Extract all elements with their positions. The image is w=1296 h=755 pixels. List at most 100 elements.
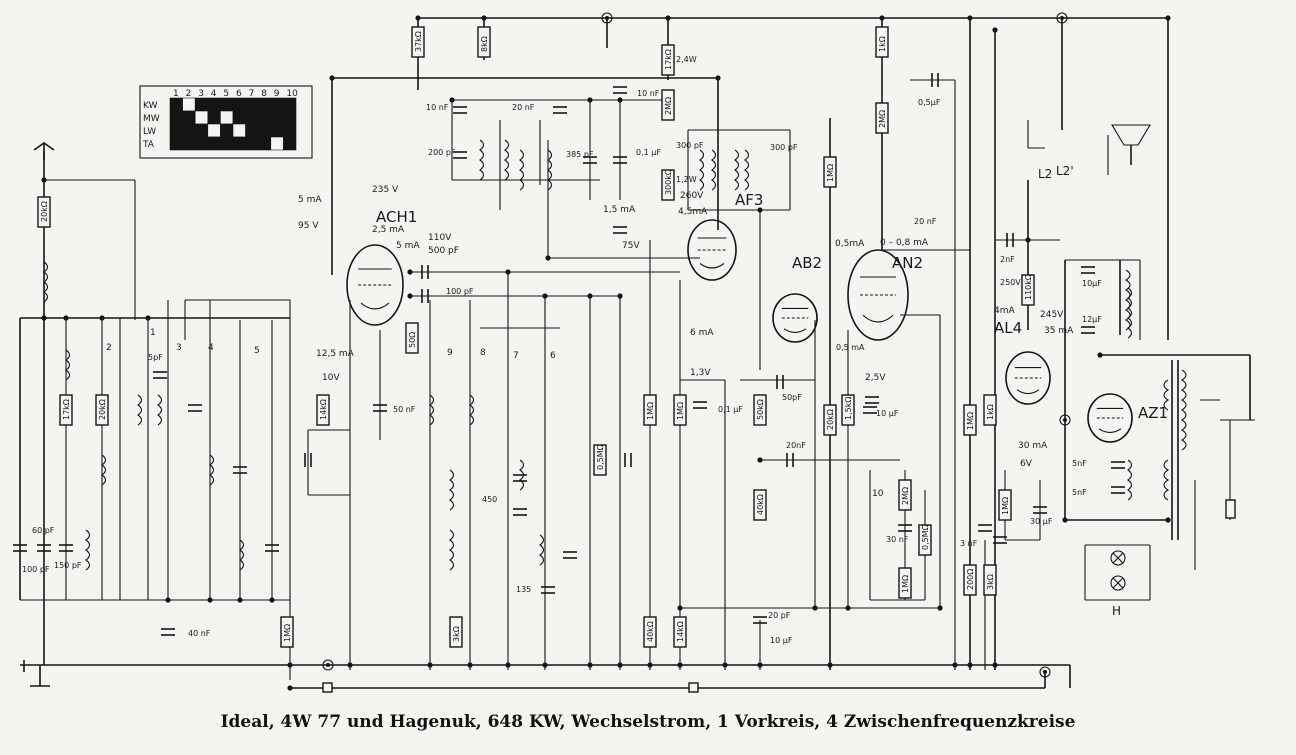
label-sw10: 10 (872, 489, 884, 499)
resistor-value: 1MΩ (646, 402, 655, 420)
tube-az1-cathode (1098, 428, 1122, 433)
junction-dot (757, 207, 763, 213)
resistor-value: 2MΩ (901, 487, 910, 505)
junction-dot (505, 662, 511, 668)
switch-table-cell (257, 136, 272, 151)
switch-table-cell (257, 123, 272, 138)
switch-table-col-9: 9 (274, 89, 280, 99)
label-pf385: 385 pF (566, 150, 594, 159)
label-ma25: 2,5 mA (372, 225, 405, 235)
resistor-value: 14kΩ (319, 399, 328, 420)
label-nf20c: 20 nF (914, 217, 937, 226)
resistor (661, 89, 675, 121)
coil (519, 149, 525, 191)
label-sw2: 2 (106, 343, 112, 353)
diagram-caption: Ideal, 4W 77 und Hagenuk, 648 KW, Wechse… (220, 712, 1076, 732)
label-uf01b: 0,1 µF (718, 405, 743, 414)
label-uf10b: 10 µF (876, 409, 899, 418)
switch-table-cell (194, 136, 209, 151)
label-pf5: 5pF (148, 353, 163, 362)
junction-dot (617, 97, 623, 103)
label-nf50: 50 nF (393, 405, 416, 414)
resistor-value: 17kΩ (62, 399, 71, 420)
resistor-value: 300kΩ (664, 169, 673, 195)
resistor-value: 200Ω (966, 569, 975, 590)
switch-table-cell (245, 136, 259, 151)
label-pf300a: 300 pF (676, 141, 704, 150)
label-v10: 10V (322, 373, 340, 383)
junction-dot (1062, 517, 1068, 523)
tube-an2-label: AN2 (892, 254, 923, 272)
label-v75: 75V (622, 241, 640, 251)
resistor (875, 26, 889, 58)
label-sw3: 3 (176, 343, 182, 353)
resistor (673, 616, 687, 648)
label-pf500: 500 pF (428, 246, 459, 256)
pilot-lamps (1110, 550, 1126, 591)
label-ma05: 0,5mA (835, 239, 865, 249)
resistor-value: 2MΩ (664, 97, 673, 115)
junction-dot (99, 315, 105, 321)
junction-dot (347, 662, 353, 668)
resistor-value: 1MΩ (676, 402, 685, 420)
label-nf20a: 20 nF (512, 103, 535, 112)
junction-dot (427, 662, 433, 668)
label-ma5: 5 mA (298, 195, 322, 205)
resistor-value: 37kΩ (414, 31, 423, 52)
tube-al4-label: AL4 (994, 319, 1022, 337)
coil (547, 149, 553, 191)
junction-dot (665, 15, 671, 21)
resistor-value: 40kΩ (646, 621, 655, 642)
label-v260: 260V (680, 191, 704, 201)
junction-dot (845, 605, 851, 611)
junction-dot (41, 177, 47, 183)
label-ma30: 30 mA (1018, 441, 1048, 451)
label-uf10c: 10µF (1082, 279, 1102, 288)
switch-table-col-7: 7 (249, 89, 255, 99)
label-nf40: 40 nF (188, 629, 211, 638)
switch-table-cell (220, 97, 234, 112)
junction-dot (677, 662, 683, 668)
tube-ach1-cathode (360, 302, 390, 310)
junction-dot (207, 597, 213, 603)
switch-table-row-kw: KW (143, 101, 158, 111)
tube-af3-envelope (687, 219, 737, 281)
resistor-value: 0,5MΩ (596, 444, 605, 470)
resistor (405, 322, 419, 354)
resistor (963, 564, 977, 596)
junction-dot (165, 597, 171, 603)
label-sw4: 4 (208, 343, 214, 353)
label-ma35: 35 mA (1044, 326, 1074, 336)
resistor-value: 1kΩ (986, 404, 995, 420)
label-v250: 250V (1000, 278, 1021, 287)
resistor-value: 14kΩ (676, 621, 685, 642)
label-v6: 6V (1020, 459, 1033, 469)
junction-dot (545, 255, 551, 261)
junction-dot (879, 15, 885, 21)
resistor-value: 20kΩ (826, 409, 835, 430)
coil (239, 539, 245, 571)
switch-table-cell (283, 110, 297, 125)
junction-dot (407, 269, 413, 275)
resistor (983, 564, 997, 596)
switch-table-cell (257, 110, 272, 125)
resistor (661, 169, 675, 201)
switch-table-cell (245, 123, 259, 138)
label-pf450: 450 (482, 495, 497, 504)
label-pf135: 135 (516, 585, 531, 594)
label-uf10a: 10 µF (770, 636, 793, 645)
resistor (823, 404, 837, 436)
junction-dot (1165, 517, 1171, 523)
switch-table-cell (182, 123, 196, 138)
label-nf10a: 10 nF (426, 103, 449, 112)
resistor-value: 2MΩ (878, 110, 887, 128)
tube-al4-envelope (1005, 351, 1051, 405)
resistor (1021, 274, 1035, 306)
resistor (95, 394, 109, 426)
wiring (19, 17, 1255, 689)
resistor (280, 616, 294, 648)
switch-table-cell (169, 97, 183, 112)
switch-table-col-10: 10 (286, 89, 298, 99)
coil (157, 394, 163, 426)
